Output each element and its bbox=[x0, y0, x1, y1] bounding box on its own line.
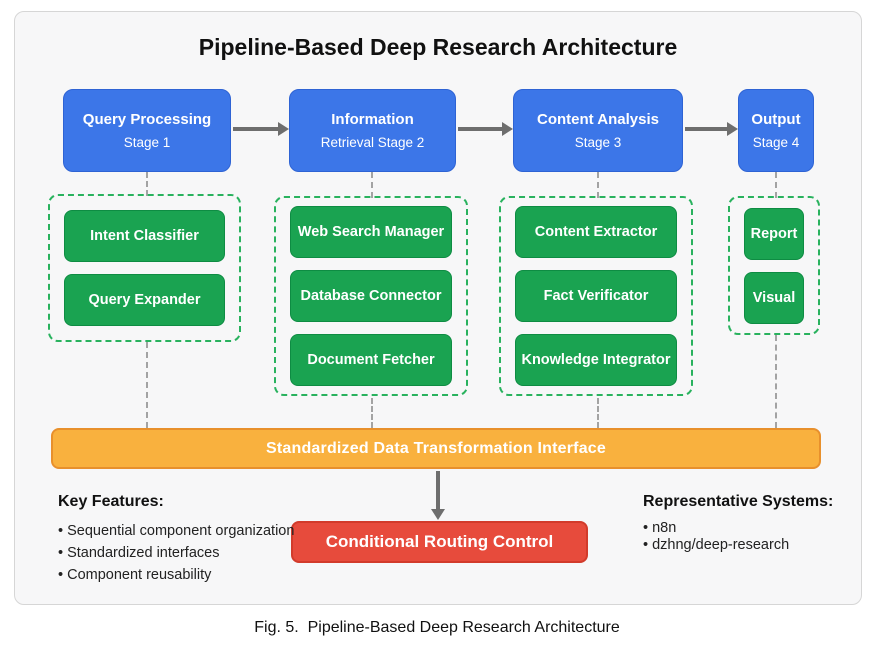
stage-box-content-analysis: Content Analysis Stage 3 bbox=[513, 89, 683, 172]
stage-title: Query Processing bbox=[82, 111, 212, 128]
arrow-down-icon bbox=[431, 471, 445, 520]
dashed-connector bbox=[371, 172, 373, 198]
stage-subtitle: Retrieval Stage 2 bbox=[320, 135, 425, 150]
stage-subtitle: Stage 3 bbox=[574, 135, 622, 150]
stage-box-query-processing: Query Processing Stage 1 bbox=[63, 89, 231, 172]
dashed-connector bbox=[775, 335, 777, 428]
dashed-connector bbox=[146, 172, 148, 196]
stage-box-output: Output Stage 4 bbox=[738, 89, 814, 172]
component-group-information-retrieval: Web Search Manager Database Connector Do… bbox=[274, 196, 468, 396]
dashed-connector bbox=[597, 398, 599, 428]
stage-title: Output bbox=[751, 111, 801, 128]
arrow-right-icon bbox=[233, 122, 289, 136]
arrow-right-icon bbox=[458, 122, 513, 136]
architecture-diagram-card: Pipeline-Based Deep Research Architectur… bbox=[14, 11, 862, 605]
data-transformation-interface-bar: Standardized Data Transformation Interfa… bbox=[51, 428, 821, 469]
dashed-connector bbox=[775, 172, 777, 198]
component-box: Knowledge Integrator bbox=[515, 334, 677, 386]
stage-subtitle: Stage 4 bbox=[752, 135, 800, 150]
list-item: • Standardized interfaces bbox=[58, 545, 220, 561]
component-group-output: Report Visual bbox=[728, 196, 820, 335]
key-features-list: Key Features: • Sequential component org… bbox=[58, 493, 294, 586]
component-box: Fact Verificator bbox=[515, 270, 677, 322]
representative-systems-heading: Representative Systems: bbox=[643, 493, 834, 510]
list-item: • n8n bbox=[643, 520, 677, 536]
list-item: • Component reusability bbox=[58, 567, 212, 583]
dashed-connector bbox=[597, 172, 599, 198]
component-box: Visual bbox=[744, 271, 804, 324]
component-box: Content Extractor bbox=[515, 206, 677, 258]
diagram-title: Pipeline-Based Deep Research Architectur… bbox=[198, 34, 678, 60]
representative-systems-list: Representative Systems: • n8n • dzhng/de… bbox=[643, 493, 833, 554]
component-box: Report bbox=[744, 207, 804, 260]
component-box: Intent Classifier bbox=[64, 210, 225, 262]
component-box: Database Connector bbox=[290, 270, 452, 322]
figure-caption: Fig. 5. Pipeline-Based Deep Research Arc… bbox=[254, 619, 620, 636]
component-group-content-analysis: Content Extractor Fact Verificator Knowl… bbox=[499, 196, 693, 396]
component-box: Web Search Manager bbox=[290, 206, 452, 258]
key-features-heading: Key Features: bbox=[58, 493, 164, 510]
conditional-routing-box: Conditional Routing Control bbox=[291, 521, 588, 563]
stage-subtitle: Stage 1 bbox=[123, 135, 171, 150]
stage-box-information-retrieval: Information Retrieval Stage 2 bbox=[289, 89, 456, 172]
list-item: • dzhng/deep-research bbox=[643, 537, 790, 553]
dashed-connector bbox=[146, 342, 148, 428]
component-box: Document Fetcher bbox=[290, 334, 452, 386]
component-group-query-processing: Intent Classifier Query Expander bbox=[48, 194, 241, 342]
stage-title: Content Analysis bbox=[537, 111, 659, 128]
list-item: • Sequential component organization bbox=[58, 523, 295, 539]
dashed-connector bbox=[371, 398, 373, 428]
arrow-right-icon bbox=[685, 122, 738, 136]
stage-title: Information bbox=[331, 111, 414, 128]
component-box: Query Expander bbox=[64, 274, 225, 326]
